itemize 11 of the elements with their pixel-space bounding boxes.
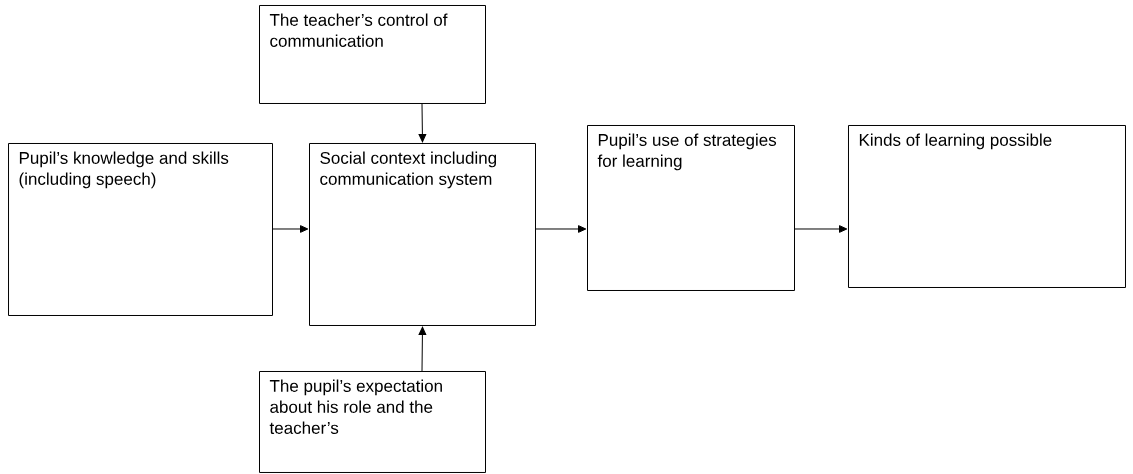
arrow [418,103,427,143]
arrow [272,225,309,233]
arrow [418,326,427,372]
process-box: The pupil’s expectation about his role and the teacher’s [259,371,486,473]
arrow [794,225,848,233]
process-box: Kinds of learning possible [848,125,1126,288]
process-box: Pupil’s knowledge and skills (including speech) [8,143,273,316]
process-box: Pupil’s use of strategies for learning [587,125,795,291]
process-box: Social context including communication system [309,143,536,326]
process-box: The teacher’s control of communication [259,5,486,104]
arrow [535,225,587,233]
